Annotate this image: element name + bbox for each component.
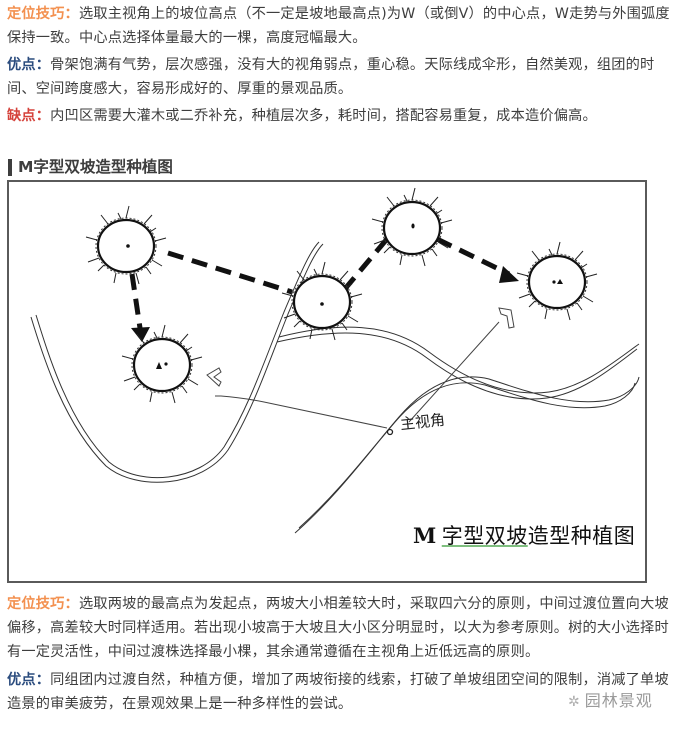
disadvantages-label: 缺点： [7, 108, 51, 124]
tree-middle [280, 260, 364, 342]
bottom-positioning-tip-paragraph: 定位技巧：选取两坡的最高点为发起点，两坡大小相差较大时，采取四六分的原则，中间过… [7, 592, 679, 664]
bottom-positioning-tip-label: 定位技巧： [7, 596, 79, 612]
tree-top-right [370, 186, 454, 268]
positioning-tip-label: 定位技巧： [7, 6, 79, 22]
bottom-advantages-paragraph: 优点：同组团内过渡自然，种植方便，增加了两坡衔接的线索，打破了单坡组团空间的限制… [7, 668, 679, 716]
disadvantages-text: 内凹区需要大灌木或二乔补充，种植层次多，耗时间，搭配容易重复，成本造价偏高。 [50, 108, 597, 124]
planting-diagram [30, 186, 640, 534]
sightline-arrow-left [206, 367, 222, 387]
wechat-icon: ✲ [568, 694, 581, 710]
bottom-positioning-tip-text-2: 偏移，高差较大时同样适用。若出现小坡高于大坡且大小区分明显时，以大为参考原则。树… [7, 620, 669, 636]
figure-caption-rest: 造型种植图 [527, 524, 636, 548]
advantages-text-2: 间、空间跨度感大，容易形成好的、厚重的景观品质。 [7, 81, 353, 97]
sightline-arrow-right [498, 307, 515, 329]
bottom-advantages-label: 优点： [7, 672, 51, 688]
advantages-label: 优点： [7, 57, 51, 73]
arrow-head-down [131, 327, 150, 342]
arrow-head-right [499, 266, 519, 283]
positioning-tip-text-2: 保持一致。中心点选择体量最大的一棵，高度冠幅最大。 [7, 30, 367, 46]
positioning-tip-text-1: 选取主视角上的坡位高点（不一定是坡地最高点)为W（或倒V）的中心点，W走势与外围… [78, 6, 670, 22]
advantages-paragraph: 优点：骨架饱满有气势，层次感强，没有大的视角弱点，重心稳。天际线成伞形，自然美观… [7, 53, 679, 101]
viewpoint-marker [386, 428, 394, 436]
figure-caption-m: M [413, 523, 437, 548]
tree-bottom-left [120, 323, 204, 405]
bottom-advantages-text-1: 同组团内过渡自然，种植方便，增加了两坡衔接的线索，打破了单坡组团空间的限制，消减… [50, 672, 669, 688]
bottom-positioning-tip-text-1: 选取两坡的最高点为发起点，两坡大小相差较大时，采取四六分的原则，中间过渡位置向大… [78, 596, 669, 612]
watermark: ✲园林景观 [568, 687, 653, 711]
advantages-text-1: 骨架饱满有气势，层次感强，没有大的视角弱点，重心稳。天际线成伞形，自然美观，组团… [50, 57, 655, 73]
section-title: M字型双坡造型种植图 [8, 157, 173, 177]
bottom-advantages-text-2: 造景的审美疲劳，在景观效果上是一种多样性的尝试。 [7, 696, 353, 712]
figure-caption-underlined: 字型双坡 [441, 524, 528, 548]
watermark-text: 园林景观 [584, 691, 653, 710]
disadvantages-paragraph: 缺点：内凹区需要大灌木或二乔补充，种植层次多，耗时间，搭配容易重复，成本造价偏高… [7, 104, 679, 128]
tree-top-left [84, 204, 168, 286]
tree-right [515, 240, 599, 322]
bottom-positioning-tip-text-3: 有一定灵活性，中间过渡株选择最小棵，其余通常遵循在主视角上近低远高的原则。 [7, 644, 540, 660]
positioning-tip-paragraph: 定位技巧：选取主视角上的坡位高点（不一定是坡地最高点)为W（或倒V）的中心点，W… [7, 2, 679, 50]
